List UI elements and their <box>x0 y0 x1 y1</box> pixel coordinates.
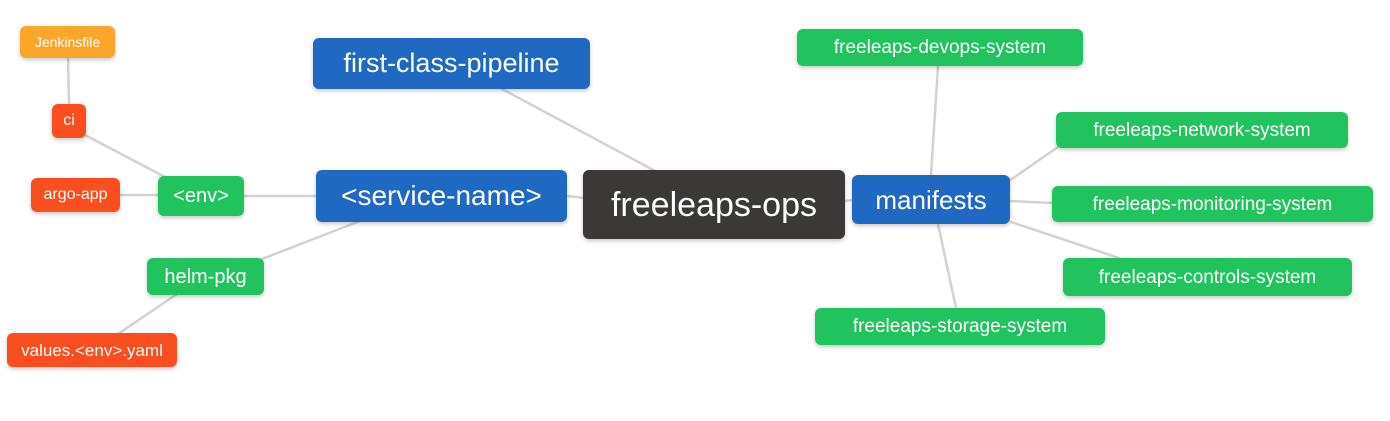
edge-servicename-helmpkg <box>260 219 362 261</box>
node-ci[interactable]: ci <box>52 104 86 138</box>
node-freeleaps-network-system[interactable]: freeleaps-network-system <box>1056 112 1348 148</box>
edge-manifests-monitoring <box>1007 199 1055 205</box>
node-freeleaps-ops-root[interactable]: freeleaps-ops <box>583 170 845 239</box>
node-env[interactable]: <env> <box>158 176 244 216</box>
node-first-class-pipeline[interactable]: first-class-pipeline <box>313 38 590 89</box>
edge-ci-env <box>81 132 169 180</box>
edge-servicename-freeleapsops <box>565 194 586 200</box>
node-values-env-yaml[interactable]: values.<env>.yaml <box>7 333 177 367</box>
edge-manifests-storage <box>936 222 958 310</box>
edge-manifests-devops <box>929 64 940 177</box>
node-manifests[interactable]: manifests <box>852 175 1010 224</box>
edge-manifests-controls <box>1009 220 1121 260</box>
node-freeleaps-storage-system[interactable]: freeleaps-storage-system <box>815 308 1105 345</box>
node-argo-app[interactable]: argo-app <box>31 178 120 212</box>
node-jenkinsfile[interactable]: Jenkinsfile <box>20 26 115 58</box>
edge-helmpkg-valuesyaml <box>116 292 179 336</box>
node-service-name[interactable]: <service-name> <box>316 170 567 222</box>
node-helm-pkg[interactable]: helm-pkg <box>147 258 264 295</box>
edge-pipeline-freeleapsops <box>500 87 659 174</box>
node-freeleaps-monitoring-system[interactable]: freeleaps-monitoring-system <box>1052 186 1373 222</box>
node-freeleaps-controls-system[interactable]: freeleaps-controls-system <box>1063 258 1352 296</box>
node-freeleaps-devops-system[interactable]: freeleaps-devops-system <box>797 29 1083 66</box>
edge-freeleapsops-manifests <box>843 198 855 203</box>
edge-manifests-network <box>1007 145 1060 183</box>
edge-jenkinsfile-ci <box>66 56 71 106</box>
